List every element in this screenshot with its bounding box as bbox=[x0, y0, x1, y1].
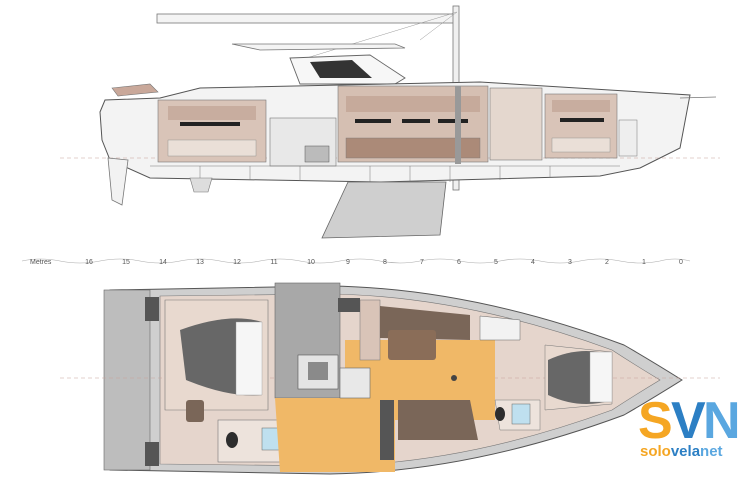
forward-locker-port bbox=[479, 315, 521, 341]
forward-heads-toilet bbox=[495, 407, 505, 421]
watermark-word: solovelanet bbox=[640, 443, 723, 460]
watermark-letter-v: V bbox=[671, 392, 706, 450]
scale-tick-label: 8 bbox=[383, 259, 387, 266]
coachroof-window bbox=[310, 60, 372, 78]
watermark-letter-s: S bbox=[638, 392, 673, 450]
boom bbox=[156, 13, 458, 24]
aft-cabin-lining bbox=[168, 106, 256, 120]
saloon-sole bbox=[345, 340, 495, 398]
plan-view bbox=[60, 282, 720, 475]
saloon-window-3 bbox=[438, 119, 468, 123]
engine-block-plan bbox=[308, 362, 328, 380]
aft-heads-toilet bbox=[226, 432, 238, 448]
scale-tick-label: 16 bbox=[85, 259, 93, 266]
saloon-settee-starboard bbox=[398, 400, 478, 440]
bilge-compartments bbox=[150, 165, 620, 182]
scale-tick-label: 9 bbox=[346, 259, 350, 266]
transom bbox=[103, 289, 151, 471]
rig-line bbox=[419, 11, 458, 41]
aft-berth-pillows bbox=[235, 321, 263, 396]
scale-tick-label: 14 bbox=[159, 259, 167, 266]
scale-tick-label: 10 bbox=[307, 259, 315, 266]
scale-tick-label: 2 bbox=[605, 259, 609, 266]
aft-cabin-window bbox=[180, 122, 240, 126]
nav-station bbox=[380, 400, 394, 460]
watermark-word-solo: solo bbox=[640, 443, 671, 460]
saloon-window-2 bbox=[402, 119, 430, 123]
engine bbox=[304, 145, 330, 163]
deck-hatch bbox=[338, 298, 360, 312]
scale-tick-label: 12 bbox=[233, 259, 241, 266]
hardtop bbox=[231, 43, 406, 51]
saloon-table bbox=[388, 330, 436, 360]
rudder bbox=[107, 157, 129, 206]
scale-line bbox=[21, 258, 691, 264]
cockpit-locker-port bbox=[145, 297, 159, 321]
scale-tick-label: 11 bbox=[270, 259, 277, 266]
watermark-letter-n: N bbox=[703, 392, 741, 450]
scale-tick-label: 5 bbox=[494, 259, 498, 266]
forward-berth bbox=[551, 137, 611, 153]
saloon-seating bbox=[345, 137, 481, 159]
keel bbox=[321, 181, 447, 239]
forward-cabin-window bbox=[560, 118, 604, 122]
bowsprit bbox=[679, 96, 717, 99]
scale-tick-label: 7 bbox=[420, 259, 424, 266]
watermark-word-net: net bbox=[700, 443, 723, 460]
forward-heads-section bbox=[489, 87, 543, 161]
aft-berth bbox=[167, 139, 257, 157]
scale-tick-label: 4 bbox=[531, 259, 535, 266]
aft-cabin-seat bbox=[186, 400, 204, 422]
scale-tick-label: 0 bbox=[679, 259, 683, 266]
cockpit-locker-starboard bbox=[145, 442, 159, 466]
saloon-lining bbox=[346, 96, 480, 112]
scale-tick-label: 15 bbox=[122, 259, 130, 266]
rig-line bbox=[299, 11, 458, 61]
watermark-word-vela: vela bbox=[671, 443, 701, 460]
mast-post bbox=[455, 86, 461, 164]
scale-tick-label: 6 bbox=[457, 259, 461, 266]
saloon-window-1 bbox=[355, 119, 391, 123]
galley-stove bbox=[339, 367, 371, 399]
scale-tick-label: 1 bbox=[642, 259, 646, 266]
profile-view bbox=[60, 5, 720, 239]
forward-berth-pillows bbox=[589, 351, 613, 403]
solovelanet-watermark: S V N solovelanet bbox=[638, 392, 741, 460]
saloon-side-cabinet bbox=[359, 299, 381, 361]
saildrive bbox=[189, 177, 213, 193]
chain-locker bbox=[618, 119, 638, 157]
helm-seat bbox=[111, 83, 159, 97]
scale-tick-label: 13 bbox=[196, 259, 204, 266]
scale-unit-label: Metres bbox=[30, 259, 52, 266]
forward-heads-basin bbox=[511, 403, 531, 425]
forward-cabin-lining bbox=[552, 100, 610, 112]
scale-tick-label: 3 bbox=[568, 259, 572, 266]
mast-step bbox=[451, 375, 457, 381]
